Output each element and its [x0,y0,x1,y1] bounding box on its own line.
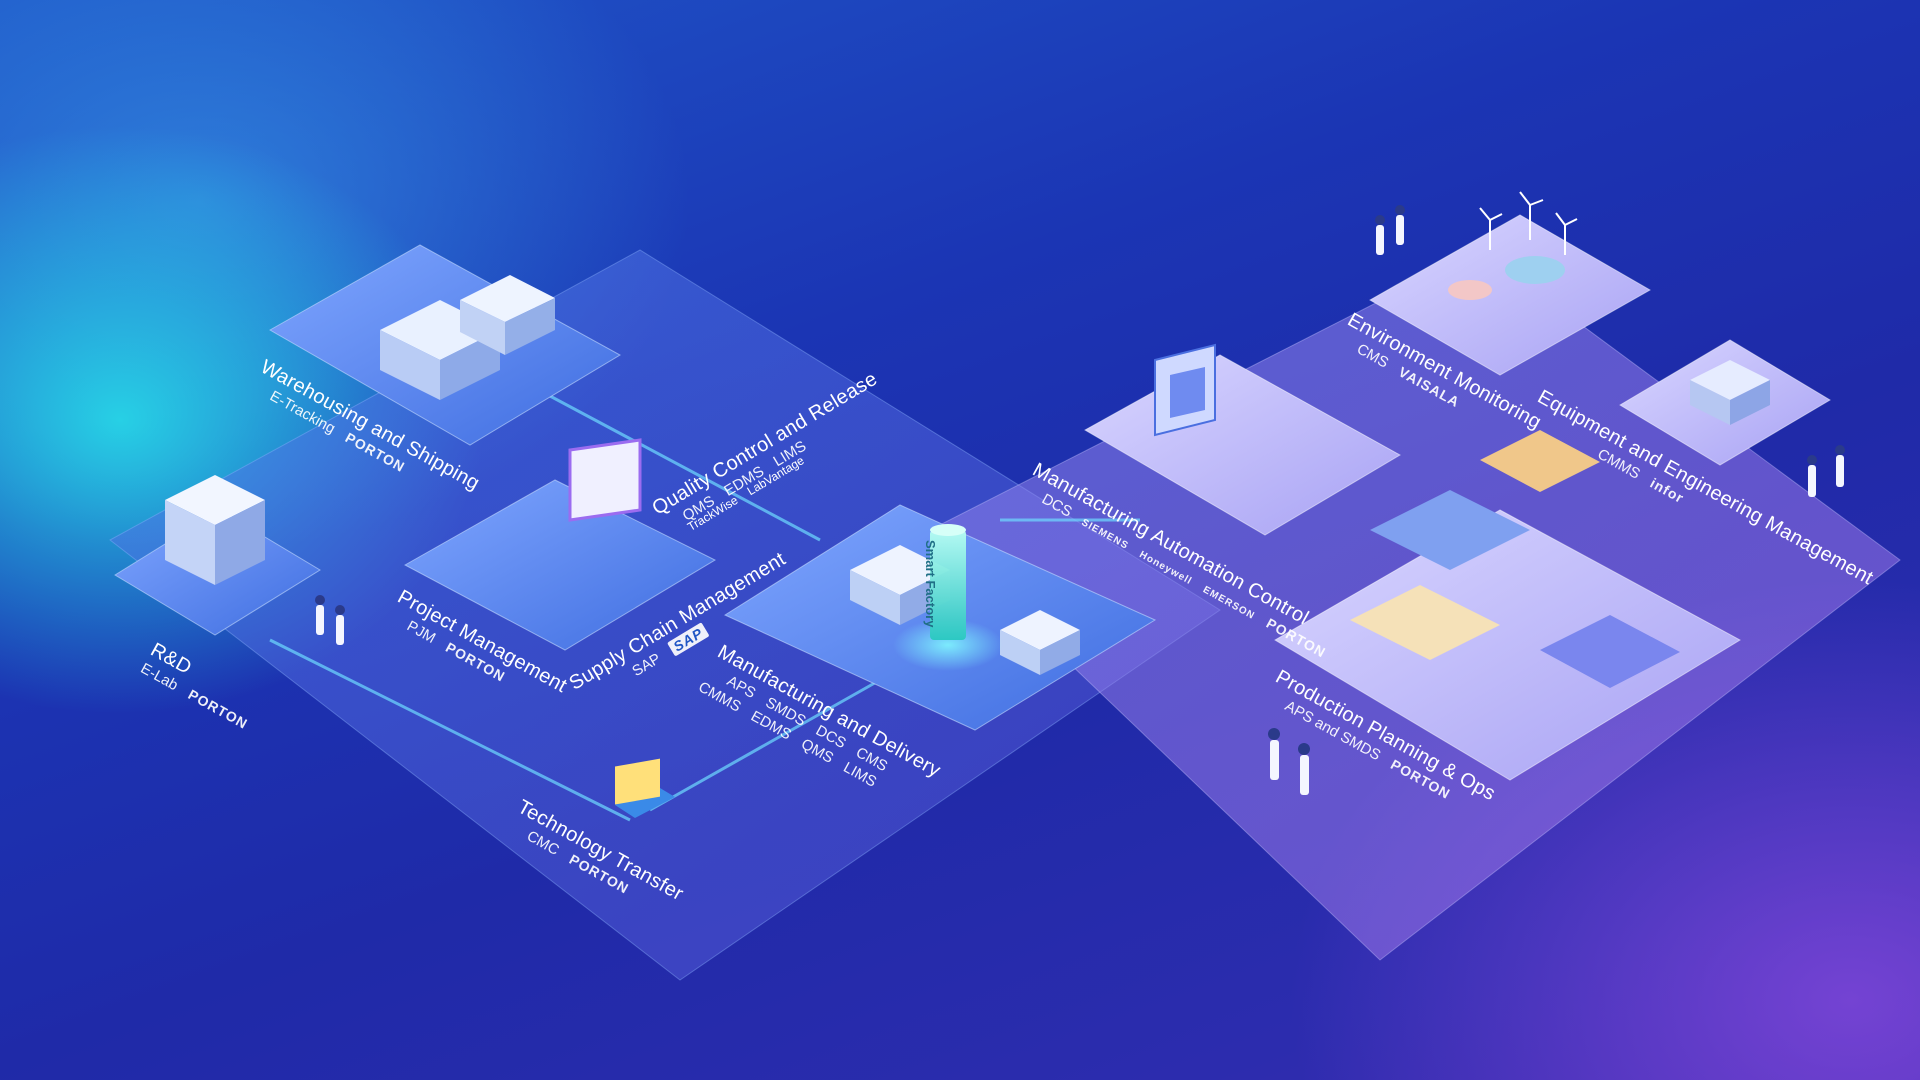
wind-turbines [1479,191,1578,255]
folder-icon [615,758,675,818]
tower-label: Smart Factory [923,540,938,628]
connection-lines [269,378,1140,822]
tile-environment [1368,214,1652,376]
smart-factory-tower [893,524,1003,671]
tile-project [403,479,717,651]
module-tiles [114,214,1831,781]
buildings [165,256,1770,688]
scientist-figures [315,205,1845,795]
